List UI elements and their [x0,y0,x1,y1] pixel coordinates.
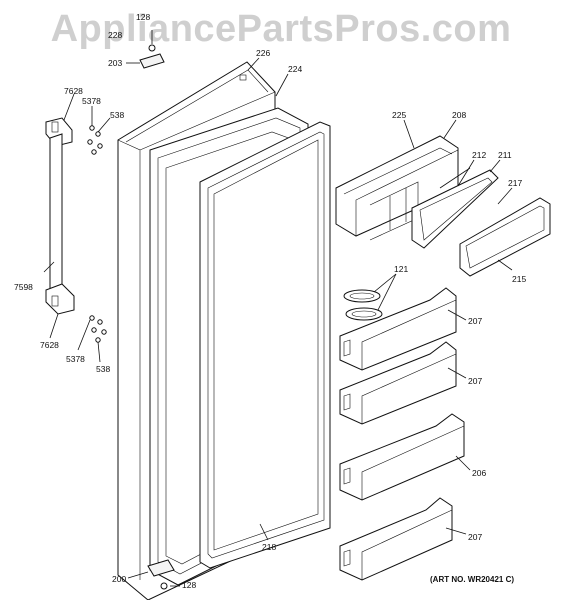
callout-212: 212 [472,150,486,160]
egg-trays [343,289,383,321]
art-number: (ART NO. WR20421 C) [430,575,514,584]
callout-224: 224 [288,64,302,74]
callout-207-a: 207 [468,316,482,326]
top-hinge [126,30,165,69]
callout-7628-top: 7628 [64,86,83,96]
callout-128-top: 128 [136,12,150,22]
callout-5378-top: 5378 [82,96,101,106]
callout-5378-bottom: 5378 [66,354,85,364]
door-handle [45,117,75,315]
screws-bottom [89,315,107,343]
callout-203: 203 [108,58,122,68]
callout-206: 206 [472,468,486,478]
dairy-door [411,167,499,249]
callout-7598: 7598 [14,282,33,292]
door-gasket [199,121,331,569]
callout-labels: 128 228 203 226 224 7628 5378 538 7598 7… [14,12,526,590]
screws-top [87,125,103,155]
door-bin-4 [339,497,453,581]
callout-226: 226 [256,48,270,58]
callout-217: 217 [508,178,522,188]
door-bin-1 [339,287,457,371]
callout-208: 208 [452,110,466,120]
door-bin-3 [339,413,465,501]
callout-228: 228 [108,30,122,40]
dairy-cover [459,197,551,277]
callout-200: 200 [112,574,126,584]
callout-225: 225 [392,110,406,120]
callout-211: 211 [498,150,512,160]
bottom-hinge [147,559,180,590]
leader-lines [43,57,513,579]
callout-218: 218 [262,542,276,552]
callout-538-top: 538 [110,110,124,120]
watermark-text: AppliancePartsPros.com [50,8,512,50]
callout-215: 215 [512,274,526,284]
callout-7628-bottom: 7628 [40,340,59,350]
callout-538-bottom: 538 [96,364,110,374]
callout-121: 121 [394,264,408,274]
callout-128-bottom: 128 [182,580,196,590]
callout-207-c: 207 [468,532,482,542]
callout-207-b: 207 [468,376,482,386]
door-bin-2 [339,341,457,425]
